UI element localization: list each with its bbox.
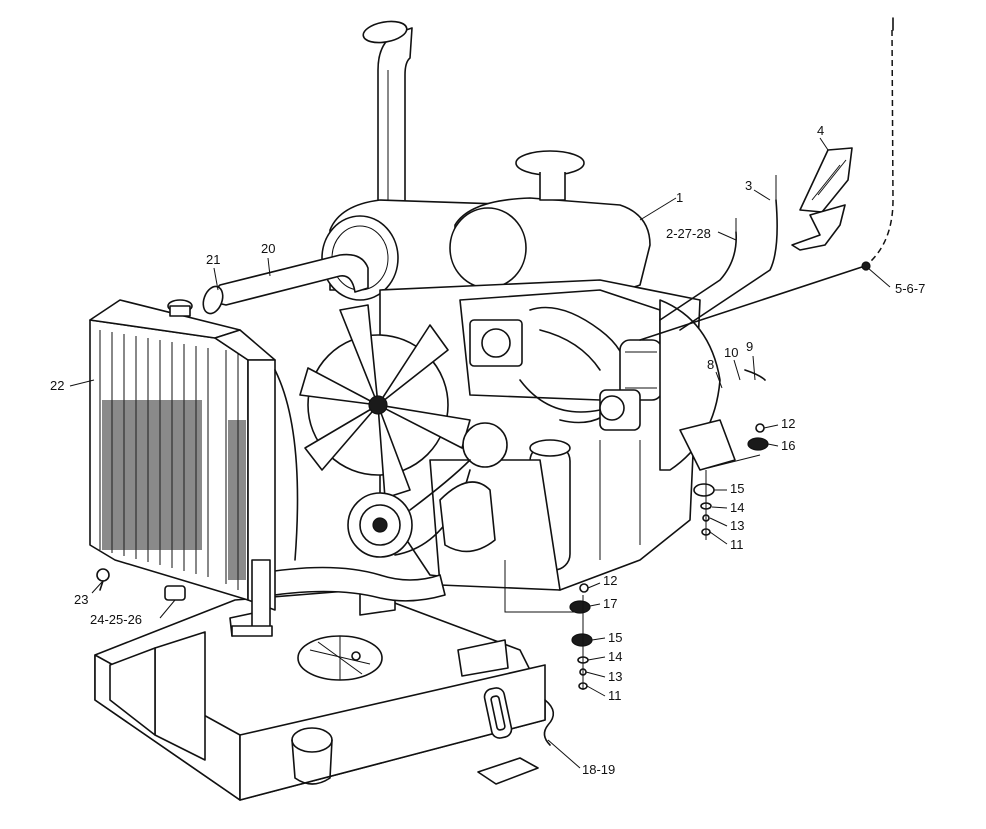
mount-stack-right [693,423,769,540]
callout-13-right: 13 [730,518,744,533]
callout-3: 3 [745,178,752,193]
callout-11-right: 11 [730,537,744,552]
callout-17: 17 [603,596,617,611]
muffler [449,150,651,298]
callout-20: 20 [261,241,275,256]
radiator-core-shading [102,400,246,580]
callout-15-right: 15 [730,481,744,496]
callout-labels: 1 2-27-28 3 4 5-6-7 8 10 9 12 16 15 14 1… [50,123,925,777]
radiator [89,299,299,637]
callout-23: 23 [74,592,88,607]
callout-15-left: 15 [608,630,622,645]
callout-16: 16 [781,438,795,453]
callout-13-left: 13 [608,669,622,684]
callout-22: 22 [50,378,64,393]
cooling-fan [299,304,471,499]
callout-4: 4 [817,123,824,138]
callout-14-left: 14 [608,649,622,664]
callout-14-right: 14 [730,500,744,515]
throttle-cables [639,17,894,381]
crank-pulley [347,422,508,558]
fuel-tank [94,581,555,801]
callout-21: 21 [206,252,220,267]
callout-9: 9 [746,339,753,354]
callout-8: 8 [707,357,714,372]
callout-2-27-28: 2-27-28 [666,226,711,241]
callout-12-left: 12 [603,573,617,588]
callout-11-left: 11 [608,688,622,703]
upper-hose [202,253,369,315]
lower-hose [249,566,446,602]
throttle-pedal [791,147,853,251]
leader-lines [69,137,891,769]
mount-stack-left [504,454,761,690]
callout-12-right: 12 [781,416,795,431]
callout-5-6-7: 5-6-7 [895,281,925,296]
exhaust-stack [362,20,413,211]
callout-1: 1 [676,190,683,205]
callout-10: 10 [724,345,738,360]
callout-18-19: 18-19 [582,762,615,777]
callout-24-25-26: 24-25-26 [90,612,142,627]
